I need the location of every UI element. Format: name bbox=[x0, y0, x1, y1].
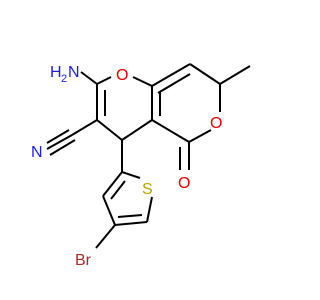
bond-thio-s-c5 bbox=[146, 196, 153, 223]
bond-nitrile-2 bbox=[46, 129, 70, 144]
structure-canvas: H 2 N O O O N S Br bbox=[31, 63, 251, 269]
pyran-oxygen-label: O bbox=[116, 67, 128, 84]
bond-thio-c5-c4-double bbox=[117, 214, 143, 218]
lactone-oxygen-label: O bbox=[210, 115, 222, 132]
bond-c2-o1 bbox=[96, 76, 112, 85]
bond-c8-c7 bbox=[189, 63, 221, 85]
bond-c8a-c8 bbox=[151, 63, 191, 87]
carbonyl-oxygen-label: O bbox=[178, 175, 190, 192]
bond-nh2-c2 bbox=[80, 71, 98, 85]
bond-thio-c5-c4 bbox=[114, 221, 148, 226]
bond-c4-c3 bbox=[96, 119, 123, 141]
chemical-structure: H 2 N O O O N S Br bbox=[31, 63, 251, 269]
amino-h-label: H bbox=[50, 64, 62, 81]
bond-o6-c5 bbox=[188, 129, 212, 143]
amino-h-count-label: 2 bbox=[61, 73, 67, 85]
bond-nitrile-1 bbox=[46, 134, 73, 150]
bond-thio-c2-s bbox=[121, 171, 141, 179]
bond-c4-br bbox=[95, 224, 116, 249]
bromine-label: Br bbox=[75, 252, 92, 269]
bond-c7-methyl bbox=[219, 65, 251, 85]
bond-thio-c3-c2 bbox=[102, 171, 123, 197]
bond-c8a-c8-double bbox=[157, 73, 191, 94]
bond-thio-c4-c3 bbox=[102, 195, 116, 226]
amino-n-label: N bbox=[68, 64, 80, 81]
bond-nitrile-3 bbox=[49, 139, 76, 156]
bond-c3-cn bbox=[71, 119, 98, 136]
thiophene-sulfur-label: S bbox=[142, 181, 153, 198]
bond-c4a-c4 bbox=[121, 119, 153, 141]
bond-c5-c4a bbox=[151, 119, 190, 143]
bond-o1-c8a bbox=[132, 76, 153, 87]
bond-thio-c3-c2-double bbox=[110, 180, 126, 200]
nitrile-nitrogen-label: N bbox=[31, 144, 43, 161]
